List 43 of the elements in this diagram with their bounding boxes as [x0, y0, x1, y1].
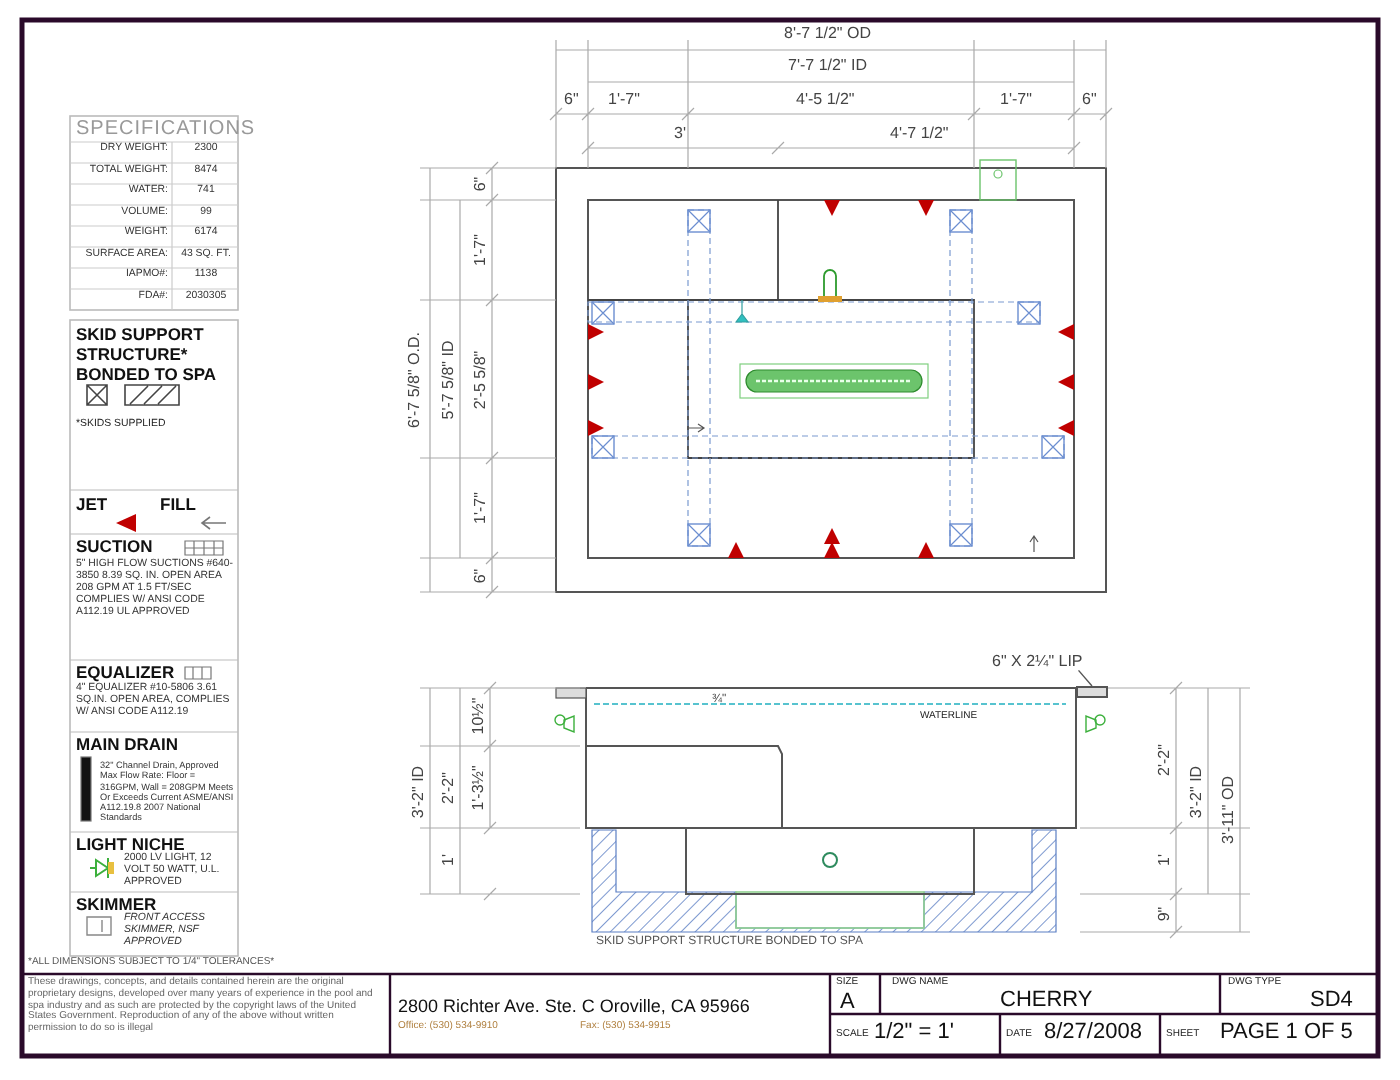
- dimension-label: 10½": [468, 697, 488, 735]
- dimension-label: 1': [1154, 854, 1174, 866]
- dimension-label: 2'-5 5/8": [470, 350, 490, 410]
- section-heading: SKID SUPPORT STRUCTURE* BONDED TO SPA: [76, 326, 219, 385]
- table-heading: SPECIFICATIONS: [76, 118, 256, 141]
- section-heading: MAIN DRAIN: [76, 736, 178, 756]
- dimension-label: 7'-7 1/2" ID: [784, 56, 871, 75]
- dimension-label: 1'-7": [470, 492, 490, 524]
- address: 2800 Richter Ave. Ste. C Oroville, CA 95966: [398, 996, 750, 1017]
- dimension-label: 6": [470, 568, 490, 584]
- dimension-label: 2'-2": [438, 772, 458, 804]
- dimension-label: 6": [1082, 90, 1097, 109]
- dimension-label: 2'-2": [1154, 744, 1174, 776]
- dimension-label: 4'-7 1/2": [890, 124, 949, 143]
- dimension-label: 6": [564, 90, 579, 109]
- section-heading: SUCTION: [76, 538, 153, 558]
- dimension-label: 3'-11" OD: [1218, 776, 1238, 844]
- dimension-label: 6": [470, 176, 490, 192]
- dimension-label: 1'-3½": [468, 765, 488, 811]
- dimension-label: 5'-7 5/8" ID: [438, 340, 458, 420]
- field-value: SD4: [1310, 988, 1353, 1014]
- dimension-label: 3'-2" ID: [408, 765, 428, 819]
- dimension-label: 1'-7": [608, 90, 640, 109]
- dimension-label: 1': [438, 854, 458, 866]
- field-value: PAGE 1 OF 5: [1220, 1020, 1353, 1046]
- field-value: A: [840, 990, 855, 1016]
- dimension-label: 1'-7": [470, 234, 490, 266]
- dimension-label: 3'-2" ID: [1186, 765, 1206, 819]
- dimension-label: 8'-7 1/2" OD: [780, 24, 875, 43]
- dimension-label: 3': [674, 124, 686, 143]
- leader-line: [1077, 669, 1093, 687]
- lip-profile: [1076, 686, 1108, 698]
- section-heading: EQUALIZER: [76, 664, 175, 682]
- field-value: 1/2" = 1': [874, 1020, 954, 1046]
- legend-label: JET: [76, 496, 108, 516]
- legend-label: FILL: [160, 496, 196, 516]
- field-value: 8/27/2008: [1044, 1020, 1142, 1046]
- dimension-label: 9": [1154, 906, 1174, 922]
- field-value: CHERRY: [1000, 988, 1093, 1014]
- dimension-label: 6" X 2¼" LIP: [992, 652, 1083, 671]
- dimension-label: 4'-5 1/2": [796, 90, 855, 109]
- dimension-label: 1'-7": [1000, 90, 1032, 109]
- dimension-label: 6'-7 5/8" O.D.: [404, 332, 424, 428]
